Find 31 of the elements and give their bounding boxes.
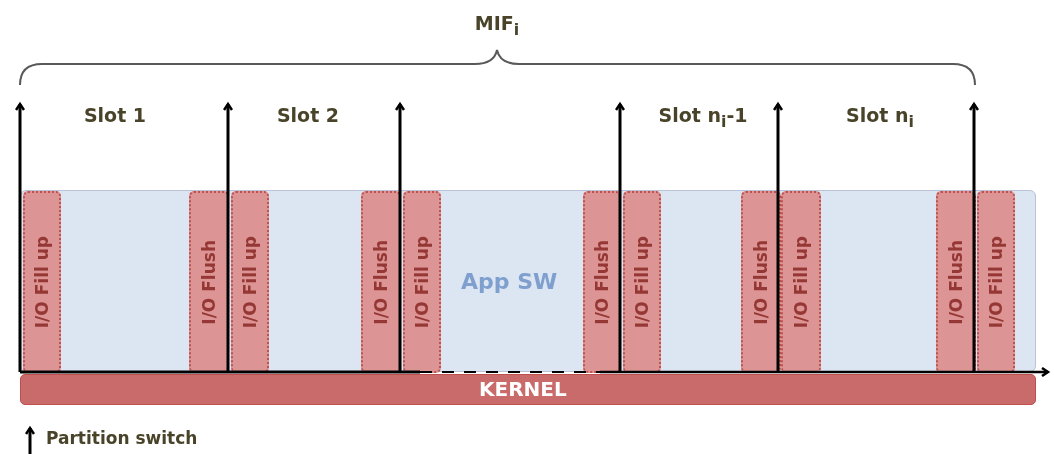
io-phase-box [623, 191, 661, 373]
phase-label: I/O Flush [199, 239, 219, 325]
phase-label: I/O Flush [371, 239, 391, 325]
phase-label: I/O Fill up [240, 235, 260, 329]
phase-label: I/O Fill up [791, 235, 811, 329]
layer-label: KERNEL [479, 377, 567, 401]
slot-label: Slot 1 [83, 104, 147, 126]
phase-label: I/O Flush [946, 239, 966, 325]
io-phase-box [781, 191, 821, 373]
phase-label: I/O Flush [592, 239, 612, 325]
io-phase-box [977, 191, 1015, 373]
io-phase-box [23, 191, 61, 373]
phase-label: I/O Fill up [412, 235, 432, 329]
slot-label: Slot n$_{i}$ [846, 104, 914, 131]
io-phase-box [361, 191, 401, 373]
slot-label: Slot n$_{i}$-1 [658, 104, 748, 131]
io-phase-box [231, 191, 269, 373]
phase-label: I/O Flush [751, 239, 771, 325]
slot-label: Slot 2 [276, 104, 340, 126]
legend-label: Partition switch [46, 428, 198, 448]
application-band [20, 190, 1036, 372]
layer-label: App SW [461, 269, 558, 294]
io-phase-box [936, 191, 976, 373]
frame-label: MIF$_{i}$ [474, 12, 520, 39]
phase-label: I/O Fill up [986, 235, 1006, 329]
io-phase-box [189, 191, 229, 373]
phase-label: I/O Fill up [632, 235, 652, 329]
io-phase-box [583, 191, 621, 373]
kernel-band [20, 374, 1036, 405]
phase-label: I/O Fill up [32, 235, 52, 329]
io-phase-box [403, 191, 441, 373]
